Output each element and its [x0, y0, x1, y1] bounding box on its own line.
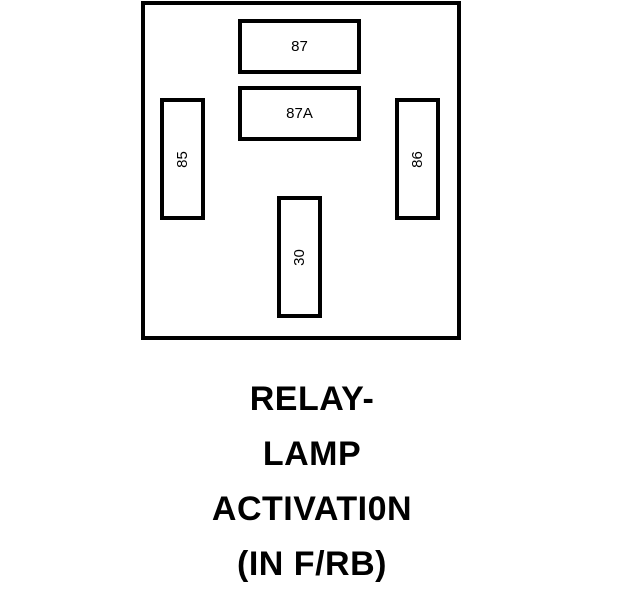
relay-housing — [141, 1, 461, 340]
terminal-87-label: 87 — [291, 38, 308, 55]
terminal-30-label: 30 — [291, 248, 308, 266]
caption-line-3: ACTIVATI0N — [211, 490, 413, 528]
terminal-87a: 87A — [238, 86, 361, 141]
terminal-87a-label: 87A — [286, 105, 313, 122]
caption-line-1: RELAY- — [249, 380, 375, 418]
terminal-86-label: 86 — [409, 150, 426, 168]
caption-line-4: (IN F/RB) — [237, 545, 387, 583]
terminal-85: 85 — [160, 98, 205, 220]
terminal-86: 86 — [395, 98, 440, 220]
terminal-85-label: 85 — [174, 150, 191, 168]
relay-caption: RELAY- LAMP ACTIVATI0N (IN F/RB) — [0, 372, 624, 592]
terminal-87: 87 — [238, 19, 361, 74]
caption-line-2: LAMP — [262, 435, 362, 473]
terminal-30: 30 — [277, 196, 322, 318]
